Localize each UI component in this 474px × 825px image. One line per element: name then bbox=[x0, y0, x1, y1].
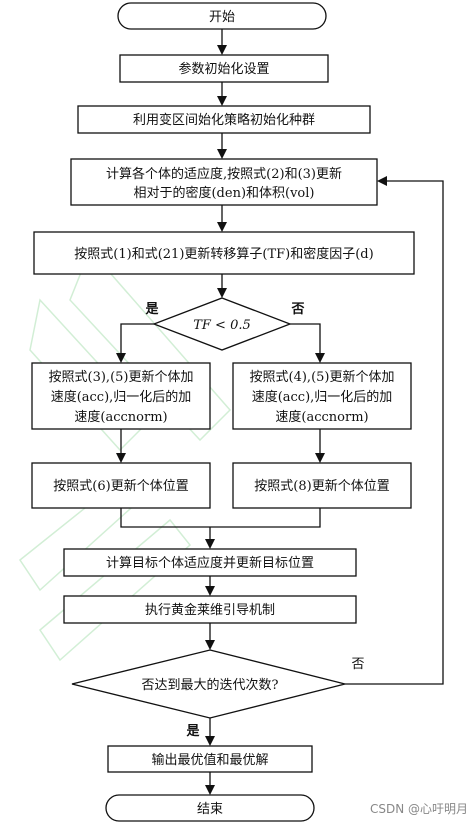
end-node: 结束 bbox=[105, 794, 315, 822]
left-position-box: 按照式(6)更新个体位置 bbox=[31, 462, 211, 509]
arrow-no-branch bbox=[290, 323, 325, 363]
output-label: 输出最优值和最优解 bbox=[151, 752, 268, 768]
tf-decision-label: TF < 0.5 bbox=[193, 318, 251, 333]
max-iteration-diamond: 否达到最大的迭代次数? bbox=[71, 649, 346, 719]
loop-no-label: 否 bbox=[351, 657, 364, 672]
init-population-box: 利用变区间始化策略初始化种群 bbox=[77, 105, 371, 134]
init-population-label: 利用变区间始化策略初始化种群 bbox=[133, 112, 315, 128]
update-tf-box: 按照式(1)和式(21)更新转移算子(TF)和密度因子(d) bbox=[33, 231, 415, 275]
csdn-watermark: CSDN @心吁明月 bbox=[370, 802, 468, 816]
merge-line bbox=[120, 508, 321, 528]
right-accel-line3: 速度(accnorm) bbox=[275, 409, 368, 425]
right-accel-line2: 速度(acc),归一化后的加 bbox=[252, 389, 393, 405]
left-accel-line1: 按照式(3),(5)更新个体加 bbox=[49, 369, 194, 385]
compute-fitness-line2: 相对于的密度(den)和体积(vol) bbox=[133, 185, 314, 201]
start-label: 开始 bbox=[209, 10, 235, 25]
right-position-label: 按照式(8)更新个体位置 bbox=[254, 478, 389, 494]
compute-fitness-line1: 计算各个体的适应度,按照式(2)和(3)更新 bbox=[106, 166, 342, 182]
golden-levy-box: 执行黄金莱维引导机制 bbox=[63, 595, 357, 624]
target-update-label: 计算目标个体适应度并更新目标位置 bbox=[106, 555, 314, 571]
left-accel-line3: 速度(accnorm) bbox=[74, 409, 167, 425]
arrow-loop-back bbox=[345, 176, 444, 685]
no-branch-label: 否 bbox=[290, 302, 304, 317]
arrow-yes-branch bbox=[116, 323, 154, 363]
yes-branch-label: 是 bbox=[144, 302, 159, 317]
max-iteration-label: 否达到最大的迭代次数? bbox=[142, 677, 279, 693]
left-accel-line2: 速度(acc),归一化后的加 bbox=[51, 389, 192, 405]
left-acceleration-box: 按照式(3),(5)更新个体加 速度(acc),归一化后的加 速度(accnor… bbox=[31, 362, 211, 430]
init-params-box: 参数初始化设置 bbox=[119, 54, 329, 83]
golden-levy-label: 执行黄金莱维引导机制 bbox=[145, 602, 275, 618]
init-params-label: 参数初始化设置 bbox=[178, 61, 269, 77]
output-box: 输出最优值和最优解 bbox=[107, 745, 313, 773]
tf-decision-diamond: TF < 0.5 bbox=[152, 297, 292, 351]
end-label: 结束 bbox=[197, 802, 223, 817]
right-position-box: 按照式(8)更新个体位置 bbox=[232, 462, 412, 509]
compute-fitness-box: 计算各个体的适应度,按照式(2)和(3)更新 相对于的密度(den)和体积(vo… bbox=[70, 158, 378, 206]
start-node: 开始 bbox=[117, 2, 327, 30]
left-position-label: 按照式(6)更新个体位置 bbox=[53, 478, 188, 494]
target-update-box: 计算目标个体适应度并更新目标位置 bbox=[63, 548, 357, 577]
right-accel-line1: 按照式(4),(5)更新个体加 bbox=[250, 369, 395, 385]
right-acceleration-box: 按照式(4),(5)更新个体加 速度(acc),归一化后的加 速度(accnor… bbox=[232, 362, 412, 430]
exit-yes-label: 是 bbox=[185, 724, 200, 739]
update-tf-label: 按照式(1)和式(21)更新转移算子(TF)和密度因子(d) bbox=[74, 246, 373, 262]
